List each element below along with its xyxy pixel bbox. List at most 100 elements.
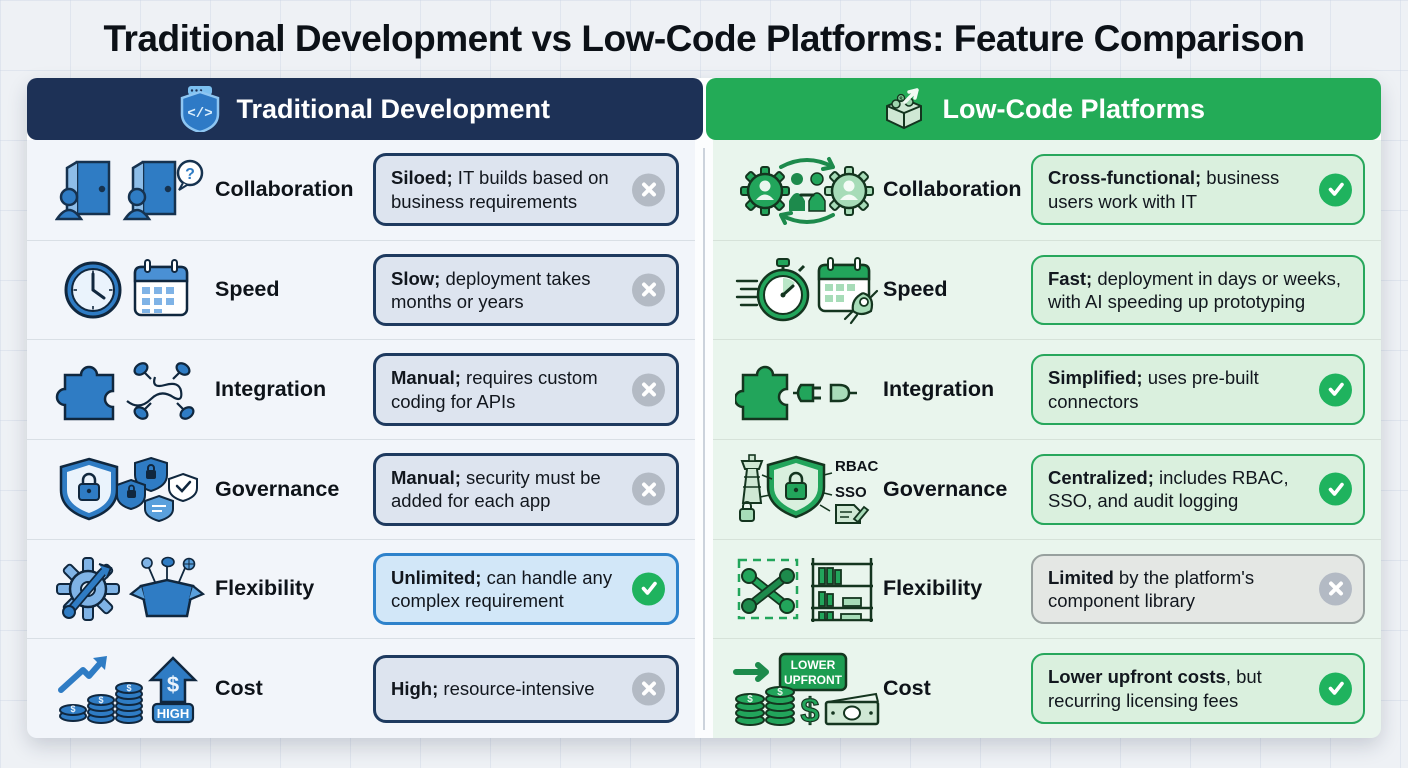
svg-text:?: ? (185, 166, 195, 183)
value-box: Limited by the platform's component libr… (1031, 553, 1365, 625)
svg-text:$: $ (70, 704, 75, 714)
feature-label: Flexibility (215, 576, 315, 601)
row-traditional-collaboration: ? Collaboration Siloed; IT builds based … (27, 140, 695, 240)
value-box: Manual; security must be added for each … (373, 452, 679, 526)
small-shields-icon (116, 457, 198, 523)
shield-lock-icon (59, 458, 119, 521)
lego-brick-money-icon: $ (886, 88, 923, 130)
component-shelf-icon (810, 557, 873, 622)
row-lowcode-flexibility: Flexibility Limited by the platform's co… (713, 538, 1381, 639)
check-icon (1319, 672, 1352, 706)
shield-lock-icon (766, 456, 826, 519)
cross-icon (632, 373, 665, 407)
calendar-icon (133, 258, 189, 317)
question-bubble-icon: ? (176, 159, 204, 191)
svg-text:SSO: SSO (835, 484, 867, 501)
door-person-icon: ? (55, 159, 204, 221)
row-traditional-speed: Speed Slow; deployment takes months or y… (27, 239, 695, 340)
feature-label: Collaboration (883, 177, 1022, 202)
feature-label: Integration (883, 377, 995, 402)
header-label: Low-Code Platforms (942, 93, 1205, 124)
rising-coin-stacks-icon: $ $ $ (58, 655, 143, 724)
comparison-card: </> Traditional Development $ Low-Code P… (27, 78, 1381, 738)
feature-label: Integration (215, 377, 327, 402)
svg-text:UPFRONT: UPFRONT (784, 673, 843, 687)
header-low-code-platforms: $ Low-Code Platforms (705, 78, 1381, 140)
row-traditional-integration: Integration Manual; requires custom codi… (27, 339, 695, 439)
plug-connectors-icon (792, 383, 857, 402)
row-lowcode-integration: Integration Simplified; uses pre-built c… (713, 339, 1381, 439)
row-traditional-flexibility: Flexibility Unlimited; can handle any co… (27, 538, 695, 639)
feature-label: Collaboration (215, 177, 354, 202)
svg-text:$: $ (126, 683, 131, 693)
row-traditional-governance: Governance Manual; security must be adde… (27, 438, 695, 539)
column-divider (695, 140, 713, 738)
header-label: Traditional Development (236, 93, 551, 124)
page-title: Traditional Development vs Low-Code Plat… (103, 18, 1305, 59)
shield-code-icon: </> (181, 86, 220, 132)
gear-wrench-icon (56, 556, 120, 621)
lowcode-column: Collaboration Cross-functional; business… (713, 140, 1381, 738)
row-lowcode-cost: LOWER UPFRONT $ $ $ (713, 638, 1381, 738)
cross-icon (1319, 572, 1352, 606)
row-lowcode-collaboration: Collaboration Cross-functional; business… (713, 140, 1381, 240)
dollar-banknote-icon: $ (800, 691, 880, 726)
value-box: Fast; deployment in days or weeks, with … (1031, 254, 1365, 326)
value-box: Cross-functional; business users work wi… (1031, 154, 1365, 226)
svg-text:$: $ (167, 672, 179, 697)
lower-upfront-badge: LOWER UPFRONT (778, 652, 848, 691)
padlock-icon (739, 501, 755, 523)
row-lowcode-governance: RBAC SSO Governance Centralized; include… (713, 438, 1381, 539)
stopwatch-icon (735, 257, 809, 322)
control-tower-icon (740, 454, 764, 505)
handshake-people-icon (789, 172, 826, 212)
check-icon (632, 572, 665, 606)
check-icon (1319, 373, 1352, 407)
puzzle-piece-icon (55, 365, 115, 420)
svg-text:$: $ (801, 692, 820, 726)
coin-stacks-icon (735, 685, 795, 726)
value-box: Slow; deployment takes months or years (373, 253, 679, 327)
feature-label: Flexibility (883, 576, 983, 601)
gears-people-cycle-icon (740, 156, 874, 225)
check-icon (1319, 472, 1352, 506)
comparison-rows: ? Collaboration Siloed; IT builds based … (27, 140, 1381, 738)
value-box: Centralized; includes RBAC, SSO, and aud… (1031, 453, 1365, 525)
feature-label: Speed (883, 277, 948, 302)
svg-text:$: $ (98, 695, 103, 705)
puzzle-piece-icon (734, 365, 788, 420)
clock-icon (64, 261, 122, 319)
value-box: Simplified; uses pre-built connectors (1031, 354, 1365, 426)
svg-text:LOWER: LOWER (791, 658, 836, 672)
value-box: High; resource-intensive (373, 654, 679, 723)
feature-label: Cost (215, 676, 263, 701)
header-traditional-development: </> Traditional Development (27, 78, 703, 140)
row-traditional-cost: $ $ $ $ HIGH Cost High; reso (27, 638, 695, 738)
high-cost-arrow-icon: $ HIGH (147, 655, 199, 723)
tangled-plugs-icon (126, 361, 195, 420)
arrow-right-icon (733, 661, 769, 682)
svg-text:$: $ (900, 97, 904, 103)
calendar-rocket-icon (817, 256, 878, 325)
check-icon (1319, 173, 1352, 207)
cross-icon (632, 173, 665, 207)
row-lowcode-speed: Speed Fast; deployment in days or weeks,… (713, 239, 1381, 340)
value-box: Manual; requires custom coding for APIs (373, 353, 679, 427)
value-box: Lower upfront costs, but recurring licen… (1031, 653, 1365, 725)
open-box-icon (128, 556, 205, 618)
svg-text:HIGH: HIGH (157, 706, 190, 721)
rocket-icon (843, 289, 878, 325)
cross-icon (632, 273, 665, 307)
cross-icon (632, 472, 665, 506)
cross-icon (632, 672, 665, 706)
svg-text:$: $ (777, 687, 783, 698)
svg-text:$: $ (747, 694, 753, 705)
feature-label: Governance (883, 476, 1008, 501)
document-pencil-icon (835, 504, 870, 525)
column-headers: </> Traditional Development $ Low-Code P… (27, 78, 1381, 140)
feature-label: Cost (883, 676, 931, 701)
traditional-column: ? Collaboration Siloed; IT builds based … (27, 140, 695, 738)
feature-label: Speed (215, 277, 280, 302)
svg-text:</>: </> (188, 106, 213, 122)
feature-label: Governance (215, 476, 340, 501)
